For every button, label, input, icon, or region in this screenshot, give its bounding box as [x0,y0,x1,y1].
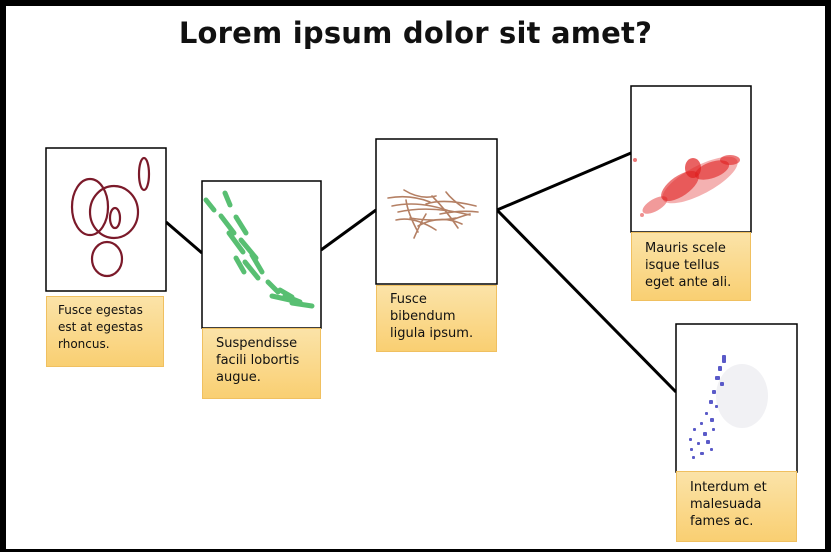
red-speckle-cluster-image [633,155,740,217]
diagram-title: Lorem ipsum dolor sit amet? [178,16,653,50]
node-4-label: Mauris scele isque tellus eget ante ali. [631,232,751,301]
dark-red-ovals-image [70,156,151,278]
green-rods-image [203,190,315,309]
node-2-label: Suspendisse facili lobortis augue. [202,328,321,399]
connector-3-5 [495,208,678,394]
connectors [165,151,678,394]
node-1-label: Fusce egestas est at egestas rhoncus. [46,296,164,367]
node-3-label: Fusce bibendum ligula ipsum. [376,285,497,352]
connector-3-4 [496,151,632,212]
connector-1-2 [165,220,203,255]
connector-2-3 [320,208,377,252]
blue-dotted-chain-image [689,355,768,459]
node-5-label: Interdum et malesuada fames ac. [676,471,797,542]
node-3-image-frame [375,138,498,285]
brown-filaments-image [387,189,479,239]
